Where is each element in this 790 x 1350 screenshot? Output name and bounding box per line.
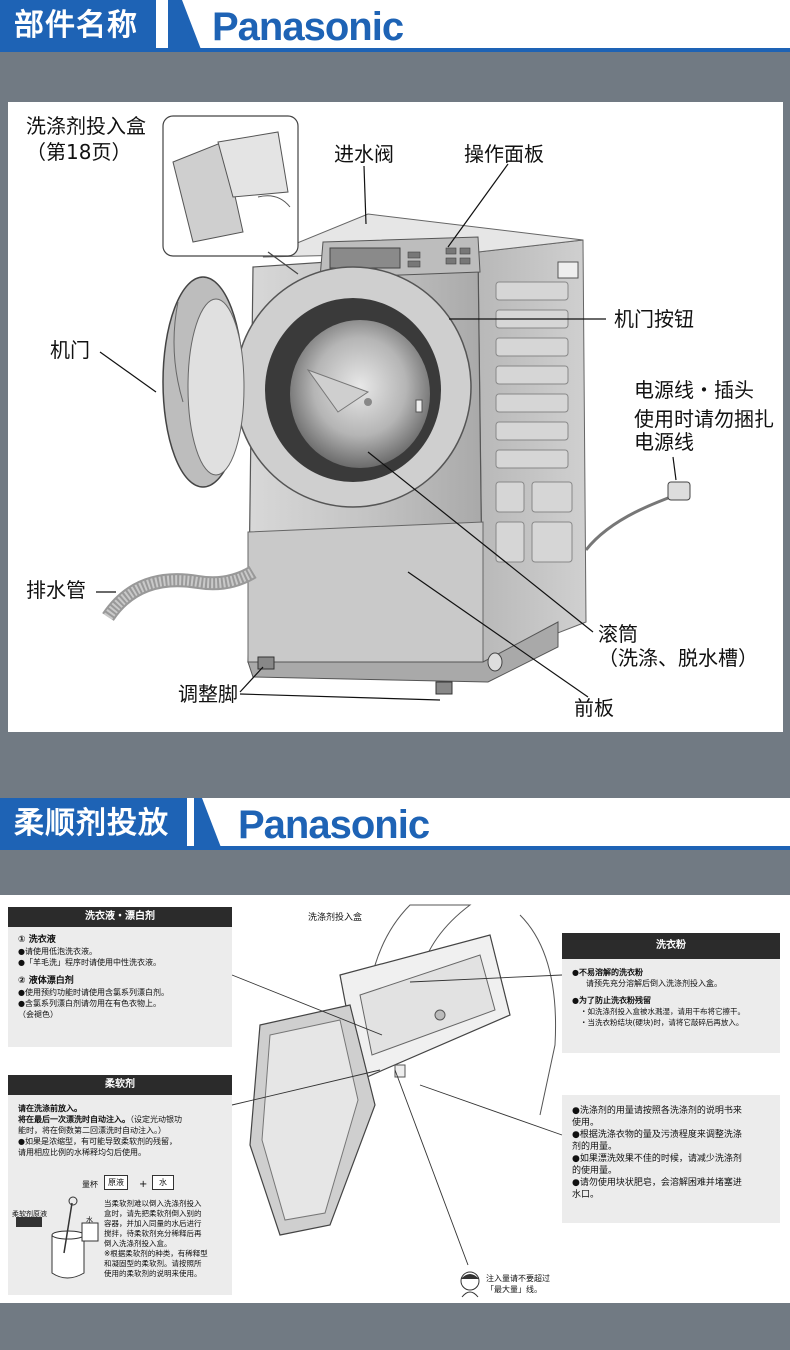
softener-note-6: ※根据柔软剂的种类，有稀释型	[104, 1249, 208, 1258]
softener-line-3: 请用相应比例的水稀释均匀后使用。	[18, 1148, 146, 1157]
bleach-line-3: （会褪色）	[18, 1010, 58, 1019]
label-power-note-2: 电源线	[634, 430, 694, 454]
softener-note-8: 使用的柔软剂的说明来使用。	[104, 1269, 202, 1278]
softener-bold-1: 请在洗涤前放入。	[18, 1104, 82, 1113]
bleach-line-1: ●使用预约功能时请使用含氯系列漂白剂。	[18, 988, 169, 997]
header-underline	[0, 48, 790, 52]
label-door-button: 机门按钮	[614, 307, 694, 331]
parts-diagram-panel: 洗涤剂投入盒 （第18页） 进水阀 操作面板 机门按钮 机门 电源线・插头 使用…	[8, 102, 783, 732]
stock-solution-box: 原液	[104, 1175, 128, 1190]
softener-note-1: 当柔软剂难以倒入洗涤剂投入	[104, 1199, 202, 1208]
general-line-5: ●如果漂洗效果不佳的时候，请减少洗涤剂	[572, 1154, 742, 1164]
bleach-line-2: ●含氯系列漂白剂请勿用在有色衣物上。	[18, 999, 161, 1008]
powder-bold-2: ●为了防止洗衣粉残留	[572, 996, 651, 1005]
label-drum-sub: （洗涤、脱水槽）	[598, 646, 758, 670]
brand-logo: Panasonic	[238, 803, 430, 847]
section-title-softener: 柔顺剂投放	[0, 798, 187, 850]
label-water-valve: 进水阀	[334, 142, 394, 166]
general-line-3: ●根据洗涤衣物的量及污渍程度来调整洗涤	[572, 1130, 742, 1140]
softener-note-4: 搅拌，待柔软剂充分稀释后再	[104, 1229, 202, 1238]
header-slash-icon	[168, 0, 202, 52]
softener-stock-label: 柔软剂原液	[12, 1210, 47, 1218]
powder-line-1: 请预先充分溶解后倒入洗涤剂投入盒。	[586, 979, 722, 988]
bleach-heading: ② 液体漂白剂	[18, 976, 74, 986]
label-power-cord: 电源线・插头	[634, 378, 754, 402]
header-underline	[0, 846, 790, 850]
label-drum: 滚筒	[598, 622, 638, 646]
liquid-line-2: ●「羊毛洗」程序时请使用中性洗衣液。	[18, 958, 161, 967]
label-drain-hose: 排水管	[26, 578, 86, 602]
water-box: 水	[152, 1175, 174, 1190]
detergent-drawer-illustration	[231, 904, 563, 1266]
girl-mascot-icon	[460, 1271, 480, 1298]
softener-header: 柔软剂	[8, 1075, 232, 1095]
max-note-line-2: 「最大量」线。	[486, 1285, 542, 1294]
powder-box: 洗衣粉 ●不易溶解的洗衣粉 请预先充分溶解后倒入洗涤剂投入盒。 ●为了防止洗衣粉…	[562, 933, 780, 1053]
plus-sign: +	[139, 1179, 148, 1190]
brand-logo: Panasonic	[212, 5, 404, 49]
general-notes-box: ●洗涤剂的用量请按照各洗涤剂的说明书来 使用。 ●根据洗涤衣物的量及污渍程度来调…	[562, 1095, 780, 1223]
liquid-bleach-header: 洗衣液・漂白剂	[8, 907, 232, 927]
label-power-note-1: 使用时请勿捆扎	[634, 407, 774, 431]
label-front-panel: 前板	[574, 696, 614, 720]
water-small-label: 水	[86, 1216, 93, 1224]
general-line-8: 水口。	[572, 1190, 600, 1200]
liquid-bleach-box: 洗衣液・漂白剂 ① 洗衣液 ●请使用低泡洗衣液。 ●「羊毛洗」程序时请使用中性洗…	[8, 907, 232, 1047]
header-slash-icon	[194, 798, 222, 850]
section-header-parts: 部件名称 Panasonic	[0, 0, 790, 52]
softener-line-rest: （设定光动银功	[130, 1115, 182, 1124]
general-line-6: 的使用量。	[572, 1166, 618, 1176]
general-line-2: 使用。	[572, 1118, 600, 1128]
powder-bold-1: ●不易溶解的洗衣粉	[572, 968, 643, 977]
powder-header: 洗衣粉	[562, 933, 780, 959]
softener-note-5: 倒入洗涤剂投入盒。	[104, 1239, 172, 1248]
label-detergent-drawer: 洗涤剂投入盒	[308, 913, 363, 923]
softener-line-1: 能时，将在倒数第二回漂洗时自动注入。）	[18, 1126, 166, 1135]
label-adjust-feet: 调整脚	[178, 682, 238, 706]
softener-note-7: 和凝固型的柔软剂。请按照所	[104, 1259, 202, 1268]
label-detergent-page: （第18页）	[26, 140, 132, 164]
softener-note-2: 盒时，请先把柔软剂倒入别的	[104, 1209, 202, 1218]
section-title-parts: 部件名称	[0, 0, 156, 52]
cup-label: 量杯	[82, 1180, 98, 1189]
general-line-7: ●请勿使用块状肥皂，会溶解困难并堵塞进	[572, 1178, 742, 1188]
washing-machine-illustration	[96, 115, 691, 701]
softener-line-2: ●如果是浓缩型，有可能导致柔软剂的残留，	[18, 1137, 177, 1146]
label-detergent-box: 洗涤剂投入盒	[26, 114, 146, 138]
max-note-line-1: 注入量请不要超过	[486, 1274, 550, 1283]
softener-cup-illustration	[16, 1196, 99, 1279]
label-control-panel: 操作面板	[464, 142, 544, 166]
label-door: 机门	[50, 338, 90, 362]
powder-line-3: ・当洗衣粉结块(硬块)时，请将它敲碎后再放入。	[580, 1018, 744, 1027]
softener-bold-2: 将在最后一次漂洗时自动注入。	[18, 1115, 130, 1124]
liquid-line-1: ●请使用低泡洗衣液。	[18, 947, 97, 956]
max-line-note: 注入量请不要超过 「最大量」线。	[486, 1273, 550, 1295]
general-line-4: 剂的用量。	[572, 1142, 618, 1152]
softener-diagram-panel: 洗涤剂投入盒 洗衣液・漂白剂 ① 洗衣液 ●请使用低泡洗衣液。 ●「羊毛洗」程序…	[0, 895, 790, 1303]
softener-box: 柔软剂 请在洗涤前放入。 将在最后一次漂洗时自动注入。（设定光动银功 能时，将在…	[8, 1075, 232, 1295]
softener-note-3: 容器，并加入同量的水后进行	[104, 1219, 202, 1228]
powder-line-2: ・如洗涤剂投入盒被水溅湿，请用干布将它擦干。	[580, 1007, 745, 1016]
section-header-softener: 柔顺剂投放 Panasonic	[0, 798, 790, 850]
general-line-1: ●洗涤剂的用量请按照各洗涤剂的说明书来	[572, 1106, 742, 1116]
liquid-detergent-heading: ① 洗衣液	[18, 935, 56, 945]
